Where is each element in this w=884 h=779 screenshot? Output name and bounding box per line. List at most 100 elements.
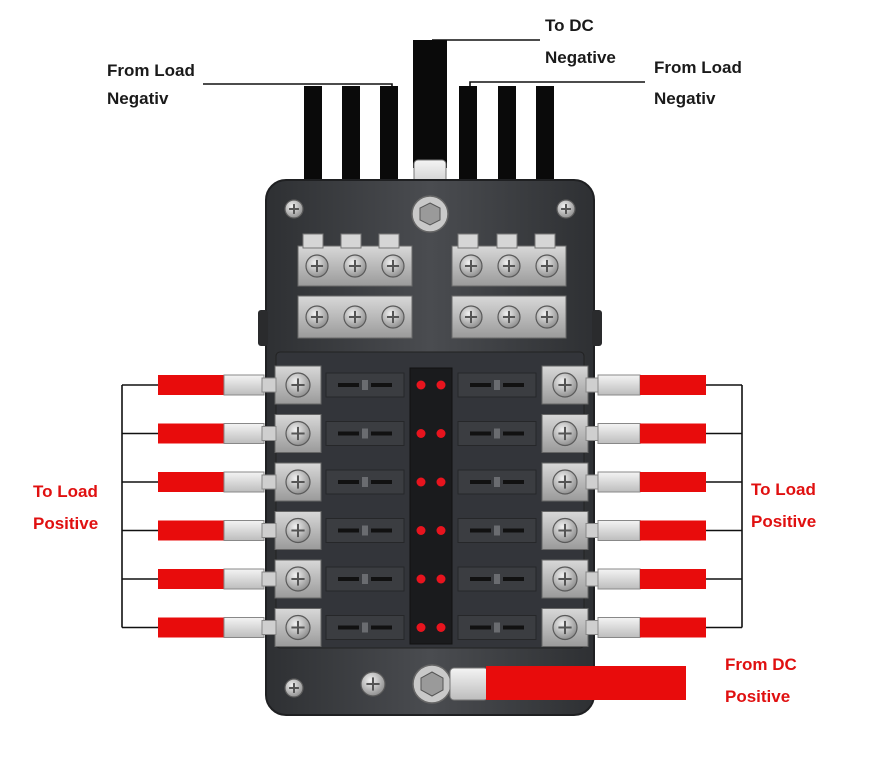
fuse-slot-contact	[371, 625, 392, 630]
fuse-block-components	[158, 195, 706, 704]
positive-wire-ring-left	[261, 377, 277, 393]
positive-terminal-screw-icon	[552, 614, 578, 641]
fuse-slot-divider	[362, 428, 368, 439]
positive-wire-left	[158, 375, 224, 395]
fuse-slot-contact	[470, 577, 491, 581]
fuse-slot-contact	[338, 528, 359, 533]
dc-negative-cable	[413, 40, 447, 168]
positive-wire-left	[158, 423, 224, 444]
positive-wire-ring-left	[261, 426, 277, 441]
positive-terminal-screw-icon	[285, 517, 311, 544]
positive-wire-right	[640, 472, 706, 492]
led-indicator	[436, 574, 446, 584]
label-to-load-positive-left: To Load Positive	[33, 478, 98, 538]
fuse-slot-divider	[362, 380, 368, 390]
fuse-slot-contact	[338, 383, 359, 387]
fuse-slot-divider	[494, 477, 500, 487]
fuse-slot-contact	[338, 577, 359, 581]
label-line: From DC	[725, 655, 797, 674]
dc-positive-cable	[486, 666, 686, 700]
label-line: Positive	[725, 687, 791, 706]
led-indicator	[416, 574, 426, 584]
positive-terminal-screw-icon	[552, 566, 578, 592]
led-indicator	[416, 526, 426, 535]
terminal-screw-icon	[343, 254, 367, 278]
label-line: Positive	[751, 512, 817, 531]
fuse-slot-contact	[470, 528, 491, 533]
fuse-slot-divider	[362, 477, 368, 487]
positive-wire-ring-left	[261, 571, 277, 587]
positive-terminal-screw-icon	[285, 566, 311, 592]
fuse-slot-contact	[503, 480, 524, 484]
label-line: Negativ	[654, 89, 716, 108]
positive-wire-lug-right	[597, 471, 641, 493]
leader-line-from-load-negative-left	[203, 83, 393, 100]
positive-wire-lug-left	[223, 423, 265, 444]
label-line: From Load	[654, 58, 742, 77]
label-line: To DC	[545, 16, 594, 35]
terminal-screw-icon	[459, 305, 483, 329]
fuse-slot-contact	[503, 577, 524, 581]
corner-screw-icon	[284, 678, 304, 698]
positive-wire-left	[158, 569, 224, 589]
mount-screw-icon	[360, 671, 386, 697]
crimp-strip	[340, 233, 362, 249]
positive-wire-lug-left	[223, 520, 265, 541]
negative-wire	[459, 86, 477, 202]
terminal-screw-icon	[305, 254, 329, 278]
negative-wire	[342, 86, 360, 202]
fuse-slot-divider	[362, 622, 368, 633]
label-line: From Load	[107, 61, 195, 80]
positive-wire-right	[640, 423, 706, 444]
positive-terminal-screw-icon	[285, 372, 311, 398]
led-indicator	[416, 429, 426, 438]
positive-terminal-screw-icon	[552, 372, 578, 398]
crimp-strip	[457, 233, 479, 249]
positive-wire-lug-right	[597, 617, 641, 638]
fuse-slot-divider	[494, 525, 500, 536]
led-indicator	[436, 623, 446, 632]
terminal-screw-icon	[343, 305, 367, 329]
label-line: To Load	[751, 480, 816, 499]
positive-wire-right	[640, 569, 706, 589]
fuse-slot-contact	[470, 383, 491, 387]
positive-terminal-screw-icon	[285, 420, 311, 447]
terminal-screw-icon	[497, 254, 521, 278]
led-indicator	[416, 477, 426, 487]
corner-screw-icon	[556, 199, 576, 219]
corner-screw-icon	[284, 199, 304, 219]
fuse-slot-divider	[494, 428, 500, 439]
positive-terminal-screw-icon	[552, 469, 578, 495]
fuse-slot-contact	[371, 383, 392, 387]
positive-wire-lug-left	[223, 374, 265, 396]
housing-side-tab	[592, 310, 602, 346]
led-indicator	[436, 429, 446, 438]
positive-terminal-screw-icon	[552, 420, 578, 447]
label-line: Negativ	[107, 89, 169, 108]
negative-bus-lower-left	[297, 295, 413, 339]
positive-wire-lug-left	[223, 471, 265, 493]
fuse-slot-divider	[494, 622, 500, 633]
fuse-slot-contact	[371, 480, 392, 484]
positive-wire-lug-right	[597, 374, 641, 396]
terminal-screw-icon	[535, 305, 559, 329]
terminal-screw-icon	[497, 305, 521, 329]
negative-bus-upper-right	[451, 245, 567, 287]
positive-wire-lug-left	[223, 568, 265, 590]
led-indicator	[416, 623, 426, 632]
positive-wire-ring-left	[261, 620, 277, 635]
fuse-slot-contact	[470, 480, 491, 484]
fuse-slot-divider	[362, 574, 368, 584]
fuse-slot-contact	[503, 431, 524, 436]
positive-wire-right	[640, 375, 706, 395]
fuse-slot-contact	[470, 625, 491, 630]
positive-wire-ring-left	[261, 523, 277, 538]
fuse-slot-contact	[338, 431, 359, 436]
negative-wire	[536, 86, 554, 202]
label-line: Positive	[33, 514, 99, 533]
label-from-dc-positive: From DC Positive	[725, 651, 797, 711]
positive-wire-left	[158, 472, 224, 492]
crimp-strip	[378, 233, 400, 249]
positive-wire-ring-left	[261, 474, 277, 490]
